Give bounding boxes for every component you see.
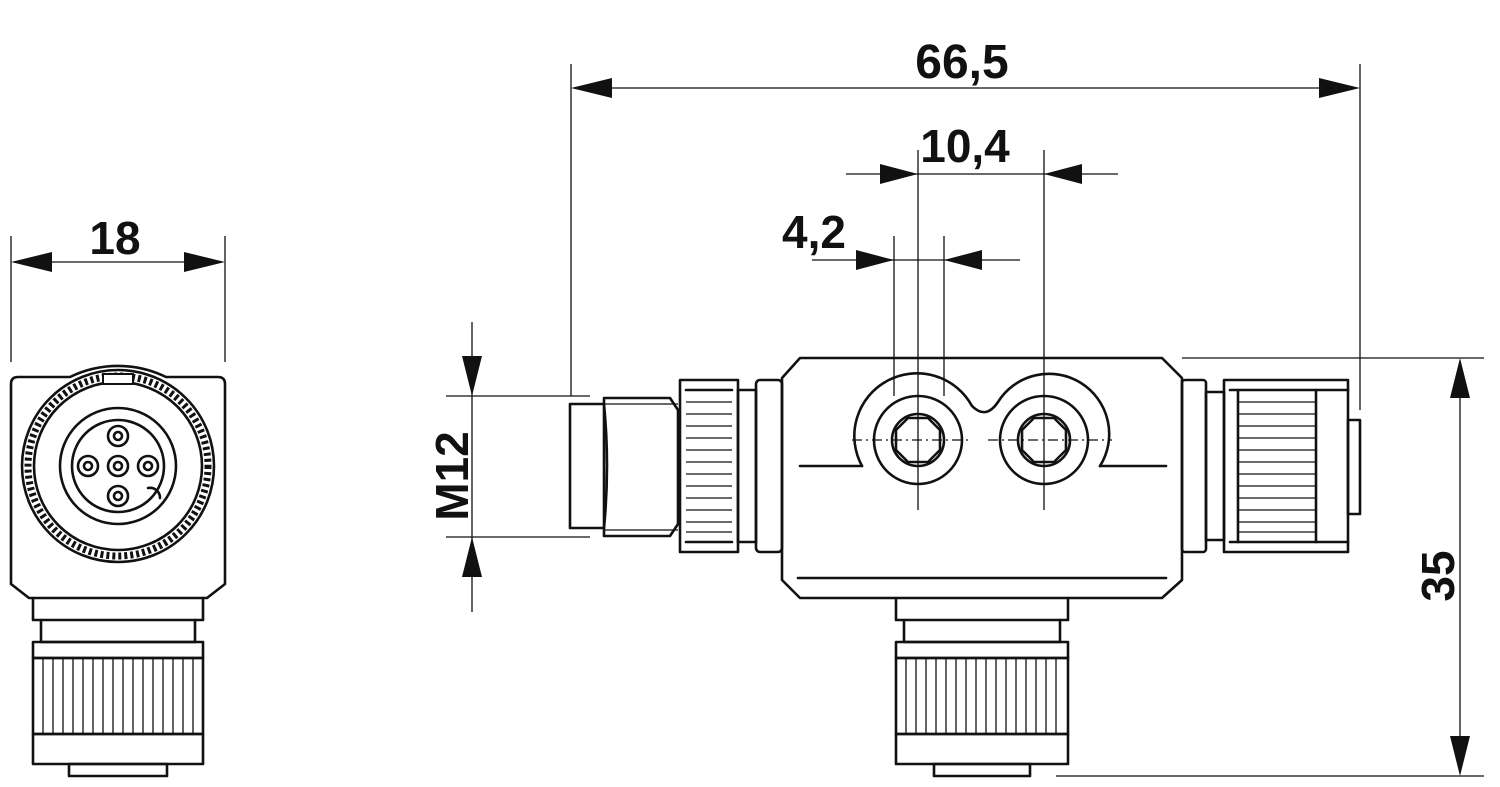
right-nut-knurl — [1238, 401, 1316, 533]
dim-width-label: 18 — [89, 212, 140, 264]
dim-height-label: 35 — [1412, 550, 1464, 601]
left-nut-knurl — [686, 401, 732, 533]
dim-length-label: 66,5 — [915, 36, 1008, 89]
side-knurl — [42, 658, 194, 734]
bottom-nut-knurl — [905, 658, 1057, 734]
dim-hole-label: 4,2 — [782, 206, 846, 258]
front-view: 66,5 10,4 4,2 M12 35 — [426, 36, 1484, 778]
pin-holes — [76, 424, 160, 508]
dim-pitch-label: 10,4 — [920, 120, 1010, 172]
side-view: 18 — [9, 212, 227, 778]
dim-thread-label: M12 — [426, 431, 478, 520]
